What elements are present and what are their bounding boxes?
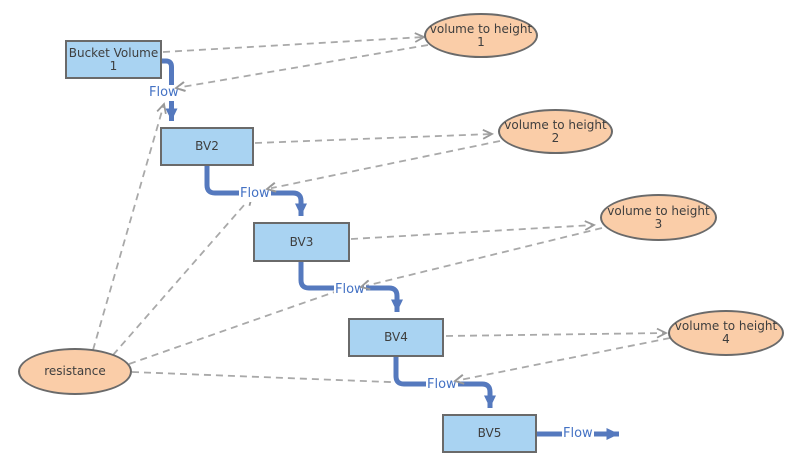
flow-label-2[interactable]: Flow <box>239 186 271 202</box>
converter-label: volume to height 4 <box>674 319 778 346</box>
converter-volume-to-height-2[interactable]: volume to height 2 <box>498 109 613 154</box>
converter-resistance[interactable]: resistance <box>18 348 132 395</box>
stock-label: BV3 <box>289 234 314 249</box>
stock-bv5[interactable]: BV5 <box>442 414 537 453</box>
converter-label: resistance <box>44 364 106 378</box>
connector-v2h2-to-flow2[interactable] <box>267 140 501 189</box>
flow-pipe-1[interactable] <box>162 58 178 121</box>
connector-resistance-to-flow3[interactable] <box>128 288 346 365</box>
stock-label: BV2 <box>195 139 219 153</box>
stock-label: Bucket Volume 1 <box>68 45 159 73</box>
stock-label: BV5 <box>477 426 502 440</box>
converter-volume-to-height-4[interactable]: volume to height 4 <box>668 310 784 356</box>
flow-label-1[interactable]: Flow <box>148 85 180 101</box>
stock-bv2[interactable]: BV2 <box>160 127 254 166</box>
converter-volume-to-height-3[interactable]: volume to height 3 <box>600 194 717 241</box>
flow-label-3[interactable]: Flow <box>334 282 366 298</box>
connector-v2h1-to-flow1[interactable] <box>176 44 429 88</box>
stock-label: BV4 <box>384 330 408 344</box>
flow-label-4[interactable]: Flow <box>426 377 458 393</box>
converter-label: volume to height 2 <box>504 117 607 145</box>
connector-bv3-to-v2h3[interactable] <box>350 225 594 240</box>
connector-v2h4-to-flow4[interactable] <box>455 337 671 381</box>
connector-resistance-to-flow1[interactable] <box>92 104 164 351</box>
stock-bucket-volume-1[interactable]: Bucket Volume 1 <box>65 40 162 79</box>
connector-bv2-to-v2h2[interactable] <box>254 134 492 144</box>
stock-bv3[interactable]: BV3 <box>253 222 350 262</box>
connector-bv1-to-v2h1[interactable] <box>162 37 424 53</box>
connector-v2h3-to-flow3[interactable] <box>361 227 603 287</box>
connector-resistance-to-flow4[interactable] <box>131 371 440 384</box>
converter-label: volume to height 1 <box>429 21 533 49</box>
stock-bv4[interactable]: BV4 <box>348 318 444 357</box>
connector-bv4-to-v2h4[interactable] <box>445 333 666 336</box>
connector-resistance-to-flow2[interactable] <box>112 196 252 356</box>
flow-label-5[interactable]: Flow <box>562 426 594 442</box>
converter-volume-to-height-1[interactable]: volume to height 1 <box>424 13 538 58</box>
converter-label: volume to height 3 <box>607 203 710 231</box>
